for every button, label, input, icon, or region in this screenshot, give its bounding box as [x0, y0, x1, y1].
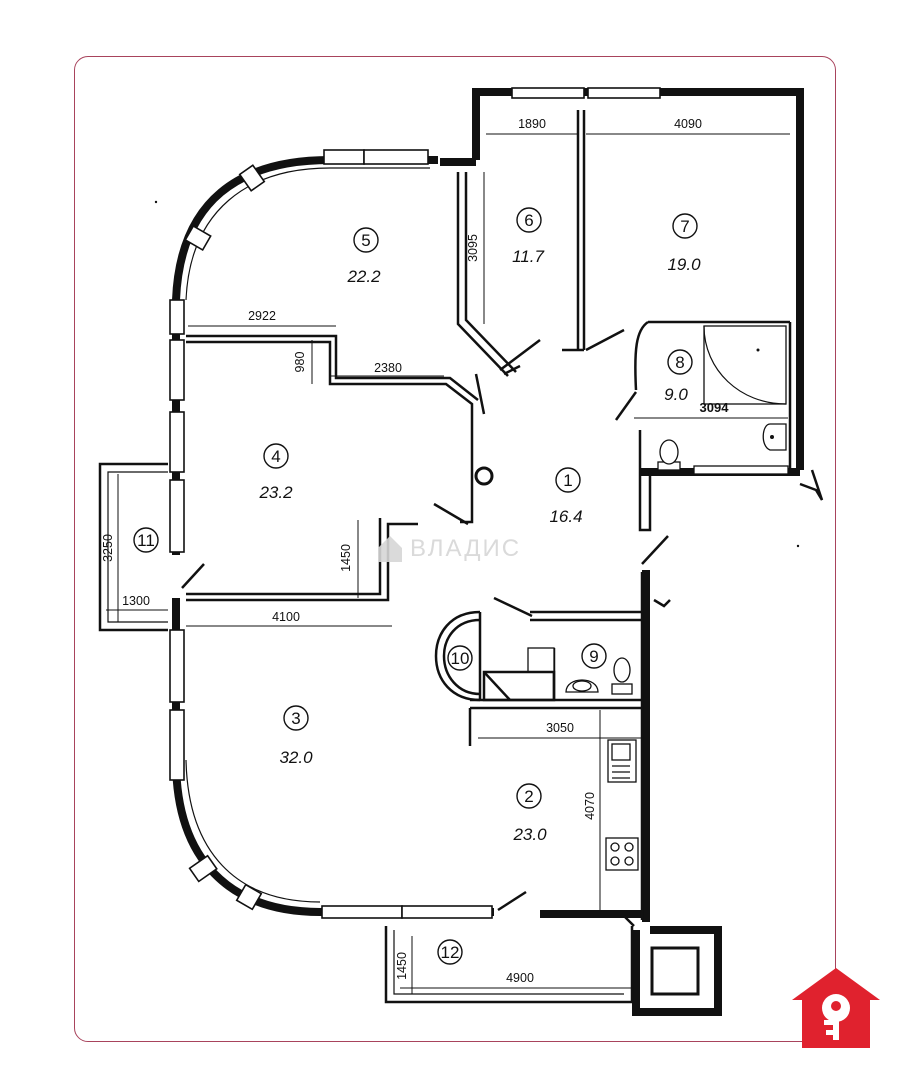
room-7-area: 19.0 [667, 255, 701, 274]
dim-4900: 4900 [506, 971, 534, 985]
dim-2922: 2922 [248, 309, 276, 323]
room-8-number: 8 [675, 353, 684, 372]
brand-logo-icon [792, 968, 880, 1048]
room-2-area: 23.0 [512, 825, 547, 844]
dim-3094: 3094 [700, 400, 730, 415]
room-8-area: 9.0 [664, 385, 688, 404]
room-5-number: 5 [361, 231, 370, 250]
dimension-labels: 1890 4090 3095 2922 980 2380 3094 3250 1… [101, 117, 729, 985]
dim-3050: 3050 [546, 721, 574, 735]
room-2-number: 2 [524, 787, 533, 806]
room-4-area: 23.2 [258, 483, 293, 502]
room-6-area: 11.7 [512, 247, 544, 266]
room-3-area: 32.0 [279, 748, 313, 767]
room-3-number: 3 [291, 709, 300, 728]
dim-1450-room4: 1450 [339, 544, 353, 572]
dim-3250: 3250 [101, 534, 115, 562]
dim-1890: 1890 [518, 117, 546, 131]
room-12-number: 12 [441, 943, 460, 962]
room-7-number: 7 [680, 217, 689, 236]
room-10-number: 10 [451, 649, 470, 668]
room-9-number: 9 [589, 647, 598, 666]
room-5-area: 22.2 [346, 267, 381, 286]
room-4-number: 4 [271, 447, 280, 466]
room-labels: 1 16.4 2 23.0 3 32.0 4 23.2 5 22.2 6 11.… [133, 207, 701, 965]
interior-walls [181, 110, 792, 927]
dim-4070: 4070 [583, 792, 597, 820]
plan-frame [74, 56, 836, 1042]
outer-walls [98, 88, 824, 1016]
dim-4100: 4100 [272, 610, 300, 624]
room-11-number: 11 [137, 531, 155, 550]
room-1-number: 1 [563, 471, 572, 490]
dim-980: 980 [293, 352, 307, 373]
dim-1300: 1300 [122, 594, 150, 608]
fixtures [565, 325, 789, 871]
watermark: ВЛАДИС [378, 535, 521, 562]
room-1-area: 16.4 [549, 507, 582, 526]
dim-2380: 2380 [374, 361, 402, 375]
dim-4090: 4090 [674, 117, 702, 131]
dim-1450-balcony: 1450 [395, 952, 409, 980]
dim-3095: 3095 [466, 234, 480, 262]
watermark-text: ВЛАДИС [410, 535, 521, 562]
room-6-number: 6 [524, 211, 533, 230]
dimension-lines [106, 133, 790, 994]
windows [169, 87, 661, 919]
